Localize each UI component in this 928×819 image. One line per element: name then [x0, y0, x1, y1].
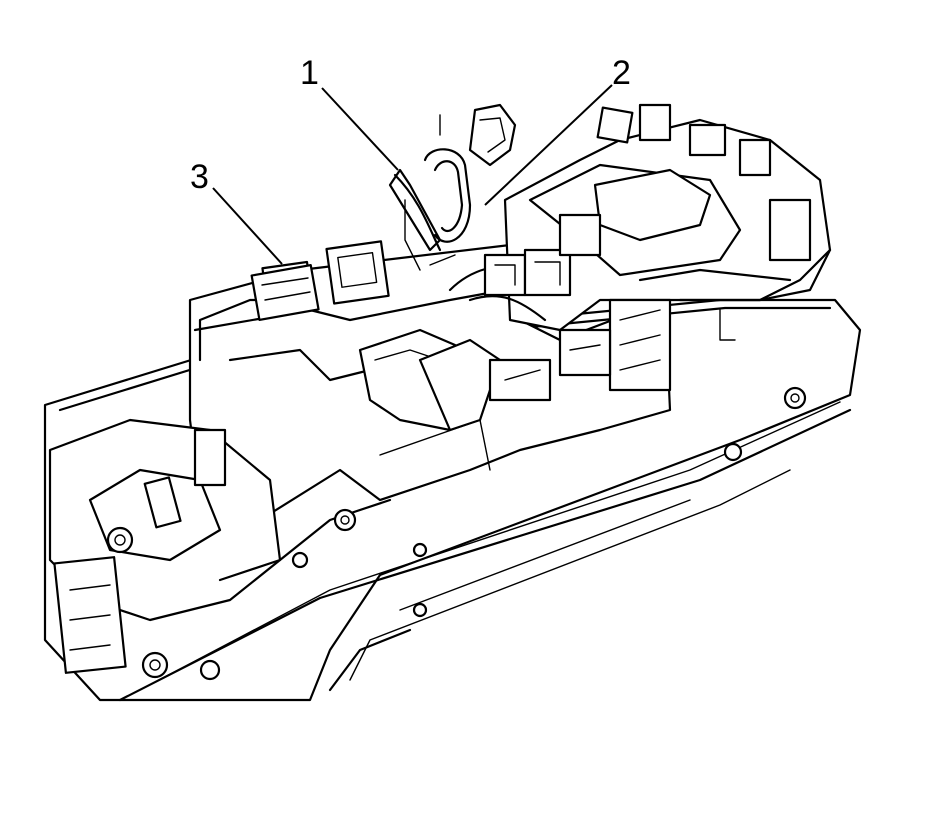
- leader-line-3: [212, 187, 283, 265]
- leader-line-1: [321, 87, 399, 171]
- leader-line-2: [484, 84, 613, 206]
- wiring-and-connectors: [448, 213, 612, 402]
- callout-leaders: [212, 84, 613, 265]
- lower-left-mechanism: [48, 418, 392, 681]
- upper-housing: [503, 103, 832, 392]
- callout-label-2: 2: [612, 54, 631, 92]
- callout-label-1: 1: [300, 54, 319, 92]
- wire-harness-component: [388, 103, 517, 271]
- connector-3-area: [250, 264, 320, 321]
- callout-label-3: 3: [190, 158, 209, 196]
